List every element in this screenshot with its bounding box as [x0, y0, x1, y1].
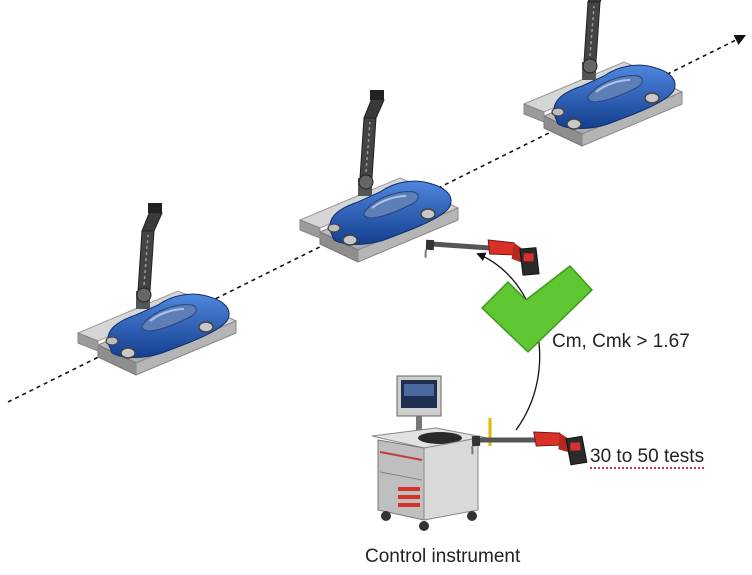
tests-text: 30 to 50 tests: [590, 446, 705, 469]
control-cart-icon: [371, 375, 492, 531]
instrument-label: Control instrument: [365, 546, 521, 567]
tests-label: 30 to 50 tests: [590, 446, 705, 469]
workstation-3: [523, 0, 683, 147]
workstation-2: [299, 89, 459, 263]
check-mark-icon: [481, 265, 593, 353]
workstation-1: [77, 202, 237, 376]
capability-label: Cm, Cmk > 1.67: [552, 331, 690, 352]
